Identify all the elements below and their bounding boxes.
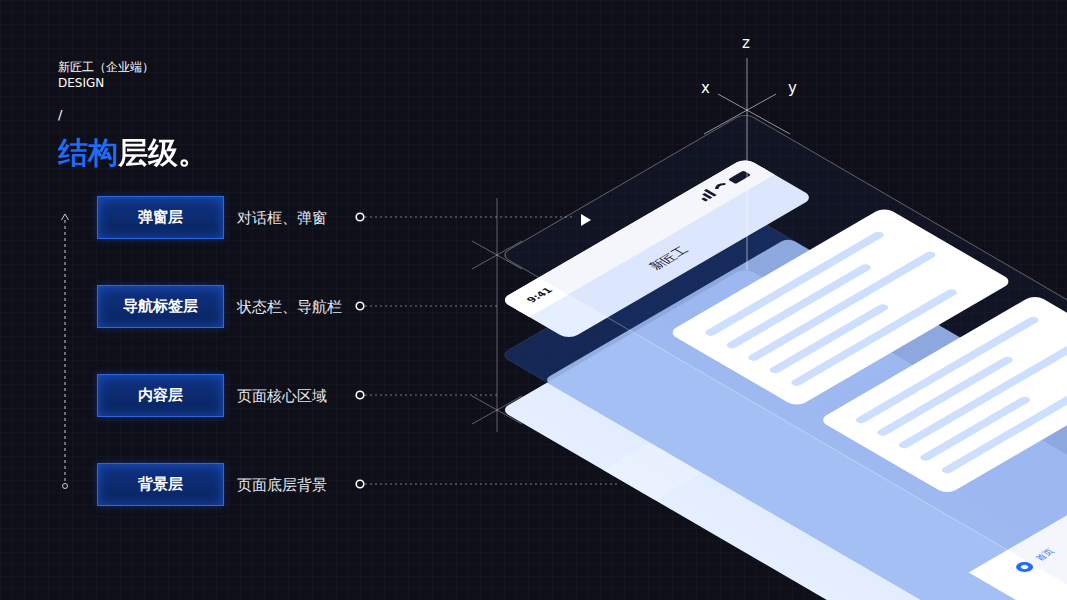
axis-label: z bbox=[742, 34, 750, 52]
layer-description: 对话框、弹窗 bbox=[237, 208, 327, 227]
divider-mark: / bbox=[58, 107, 62, 122]
brand-subtitle: DESIGN bbox=[58, 76, 104, 90]
level-arrow bbox=[62, 214, 69, 489]
layer-name: 弹窗层 bbox=[138, 208, 183, 227]
layer-name: 导航标签层 bbox=[123, 297, 198, 316]
layer-description: 页面底层背景 bbox=[237, 475, 327, 494]
brand-name: 新匠工（企业端） bbox=[58, 59, 154, 76]
layer-box: 弹窗层对话框、弹窗 bbox=[97, 196, 224, 239]
layer-description: 状态栏、导航栏 bbox=[237, 297, 342, 316]
layer-name: 内容层 bbox=[138, 386, 183, 405]
page-title: 结构层级。 bbox=[58, 133, 208, 174]
axis-label: x bbox=[701, 79, 710, 97]
layer-description: 页面核心区域 bbox=[237, 386, 327, 405]
leader-dots bbox=[356, 213, 364, 488]
axis-label: y bbox=[788, 79, 797, 97]
layer-box: 背景层页面底层背景 bbox=[97, 463, 224, 506]
pointer-mark bbox=[581, 214, 591, 226]
popup-plane bbox=[500, 113, 1067, 600]
axis-gizmo bbox=[704, 58, 790, 270]
layer-crosshairs bbox=[472, 198, 522, 432]
layer-box: 导航标签层状态栏、导航栏 bbox=[97, 285, 224, 328]
layer-box: 内容层页面核心区域 bbox=[97, 374, 224, 417]
layer-name: 背景层 bbox=[138, 475, 183, 494]
